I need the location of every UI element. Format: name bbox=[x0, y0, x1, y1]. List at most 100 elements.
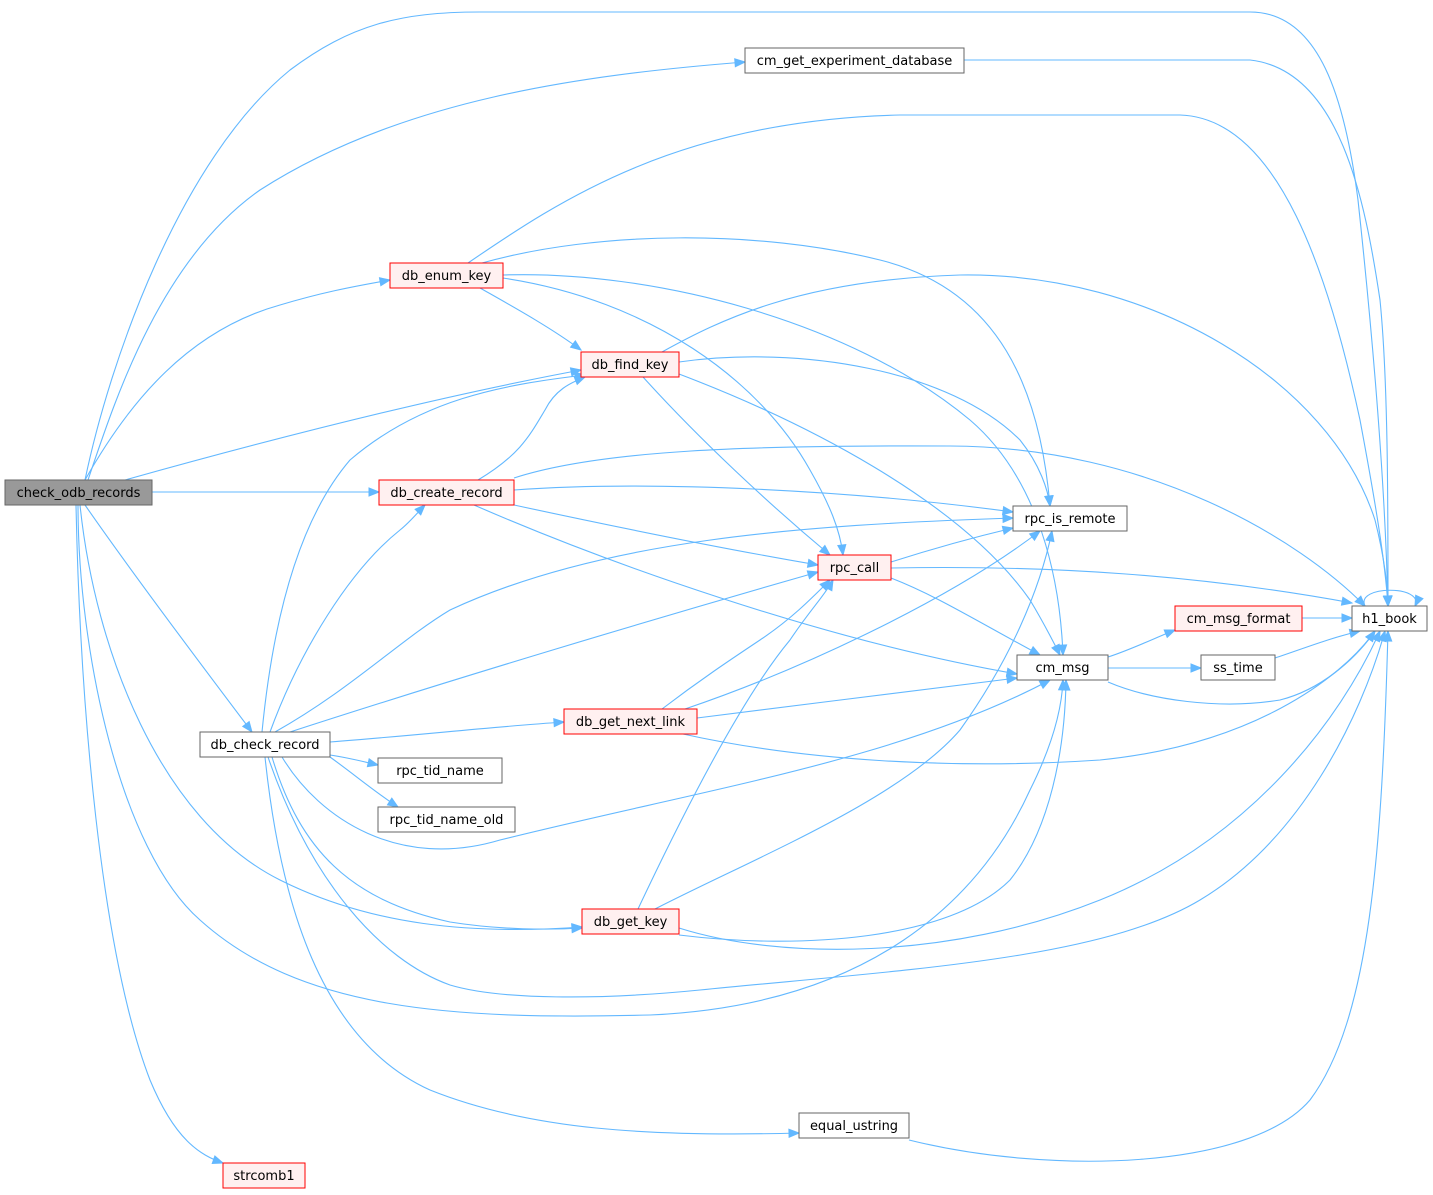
node-box[interactable] bbox=[4, 479, 153, 506]
edge-line bbox=[84, 504, 253, 733]
edge-cm_msg-to-ss_time bbox=[1108, 663, 1203, 673]
edge-arrowhead bbox=[1190, 663, 1203, 673]
edge-arrowhead bbox=[1038, 679, 1052, 690]
edge-arrowhead bbox=[1002, 513, 1015, 524]
node-box[interactable] bbox=[389, 262, 504, 289]
edge-line bbox=[481, 237, 1051, 507]
edge-line bbox=[513, 445, 1366, 607]
edge-arrowhead bbox=[1045, 529, 1055, 543]
node-ss-time[interactable]: ss_time bbox=[1200, 654, 1276, 681]
edge-line bbox=[964, 59, 1389, 607]
edge-arrowhead bbox=[1365, 629, 1376, 643]
node-cm-msg-format[interactable]: cm_msg_format bbox=[1174, 605, 1303, 632]
edge-db_get_next_link-to-rpc_call bbox=[661, 579, 831, 710]
node-box[interactable] bbox=[817, 554, 892, 581]
node-box[interactable] bbox=[1351, 605, 1428, 632]
edge-arrowhead bbox=[1057, 644, 1068, 657]
edge-line bbox=[502, 277, 844, 556]
node-box[interactable] bbox=[563, 708, 698, 735]
node-rpc-is-remote[interactable]: rpc_is_remote bbox=[1012, 505, 1128, 532]
edge-line bbox=[654, 530, 1053, 910]
node-check-odb-records[interactable]: check_odb_records bbox=[4, 479, 153, 506]
node-label: db_get_key bbox=[594, 915, 668, 930]
edge-line bbox=[696, 677, 1018, 719]
edge-arrowhead bbox=[1001, 525, 1015, 536]
edge-check_odb_records-to-cm_get_experiment_database bbox=[87, 58, 747, 481]
node-cm-get-experiment-database[interactable]: cm_get_experiment_database bbox=[744, 47, 965, 74]
node-label: h1_book bbox=[1362, 612, 1417, 627]
node-db-find-key[interactable]: db_find_key bbox=[580, 351, 680, 378]
edge-check_odb_records-to-cm_msg bbox=[77, 504, 1068, 1017]
edge-line bbox=[473, 504, 1018, 675]
node-label: rpc_tid_name bbox=[396, 764, 484, 779]
node-box[interactable] bbox=[378, 479, 515, 506]
edge-arrowhead bbox=[837, 544, 847, 557]
edge-line bbox=[261, 374, 586, 733]
edge-line bbox=[908, 630, 1389, 1162]
edge-line bbox=[77, 504, 1064, 1017]
node-rpc-tid-name[interactable]: rpc_tid_name bbox=[377, 757, 503, 784]
node-rpc-tid-name-old[interactable]: rpc_tid_name_old bbox=[377, 806, 516, 833]
edge-db_enum_key-to-db_find_key bbox=[479, 287, 583, 351]
edge-line bbox=[271, 756, 583, 930]
node-equal-ustring[interactable]: equal_ustring bbox=[798, 1112, 910, 1139]
node-box[interactable] bbox=[1174, 605, 1303, 632]
edge-h1_book-to-h1_book bbox=[1363, 589, 1424, 608]
node-box[interactable] bbox=[222, 1162, 306, 1189]
edge-line bbox=[269, 504, 426, 733]
edge-db_create_record-to-cm_msg bbox=[473, 504, 1019, 677]
node-db-create-record[interactable]: db_create_record bbox=[378, 479, 515, 506]
edge-db_check_record-to-cm_msg bbox=[281, 679, 1052, 850]
edge-line bbox=[1274, 630, 1361, 659]
node-box[interactable] bbox=[1016, 654, 1109, 681]
edge-line bbox=[467, 114, 1389, 607]
edge-db_check_record-to-db_find_key bbox=[261, 371, 587, 733]
edge-line bbox=[678, 630, 1381, 950]
edge-rpc_call-to-cm_msg bbox=[890, 577, 1042, 656]
node-box[interactable] bbox=[377, 806, 516, 833]
edge-line bbox=[502, 274, 1064, 656]
edge-line bbox=[682, 630, 1376, 765]
node-label: rpc_is_remote bbox=[1025, 512, 1116, 527]
edge-arrowhead bbox=[1051, 643, 1061, 657]
node-db-check-record[interactable]: db_check_record bbox=[199, 731, 331, 758]
node-box[interactable] bbox=[581, 908, 680, 935]
edge-line bbox=[289, 571, 819, 733]
node-label: db_get_next_link bbox=[576, 715, 686, 730]
node-box[interactable] bbox=[580, 351, 680, 378]
edge-db_check_record-to-db_get_key bbox=[271, 756, 584, 934]
node-box[interactable] bbox=[199, 731, 331, 758]
node-box[interactable] bbox=[798, 1112, 910, 1139]
node-label: ss_time bbox=[1213, 661, 1262, 676]
node-label: db_check_record bbox=[210, 738, 319, 753]
edge-check_odb_records-to-db_find_key bbox=[124, 367, 583, 481]
node-cm-msg[interactable]: cm_msg bbox=[1016, 654, 1109, 681]
node-box[interactable] bbox=[1200, 654, 1276, 681]
edge-line bbox=[684, 530, 1041, 710]
edge-line bbox=[84, 11, 1389, 607]
edge-line bbox=[281, 679, 1051, 850]
edges-layer bbox=[75, 11, 1424, 1165]
node-box[interactable] bbox=[1012, 505, 1128, 532]
nodes-layer: check_odb_records cm_get_experiment_datab… bbox=[4, 47, 1428, 1189]
edge-ss_time-to-h1_book bbox=[1274, 628, 1362, 659]
node-db-get-next-link[interactable]: db_get_next_link bbox=[563, 708, 698, 735]
edge-arrowhead bbox=[1340, 596, 1354, 606]
node-box[interactable] bbox=[744, 47, 965, 74]
edge-arrowhead bbox=[1005, 674, 1019, 684]
node-h1-book[interactable]: h1_book bbox=[1351, 605, 1428, 632]
node-label: db_find_key bbox=[592, 358, 669, 373]
node-db-get-key[interactable]: db_get_key bbox=[581, 908, 680, 935]
edge-cm_msg-to-cm_msg_format bbox=[1107, 629, 1177, 658]
edge-line bbox=[890, 566, 1353, 604]
edge-arrowhead bbox=[366, 758, 380, 768]
node-label: db_create_record bbox=[390, 486, 502, 501]
node-db-enum-key[interactable]: db_enum_key bbox=[389, 262, 504, 289]
node-label: equal_ustring bbox=[810, 1119, 898, 1134]
edge-check_odb_records-to-db_check_record bbox=[84, 504, 253, 734]
edge-arrowhead bbox=[1001, 505, 1015, 516]
node-rpc-call[interactable]: rpc_call bbox=[817, 554, 892, 581]
node-strcomb1[interactable]: strcomb1 bbox=[222, 1162, 306, 1189]
node-box[interactable] bbox=[377, 757, 503, 784]
